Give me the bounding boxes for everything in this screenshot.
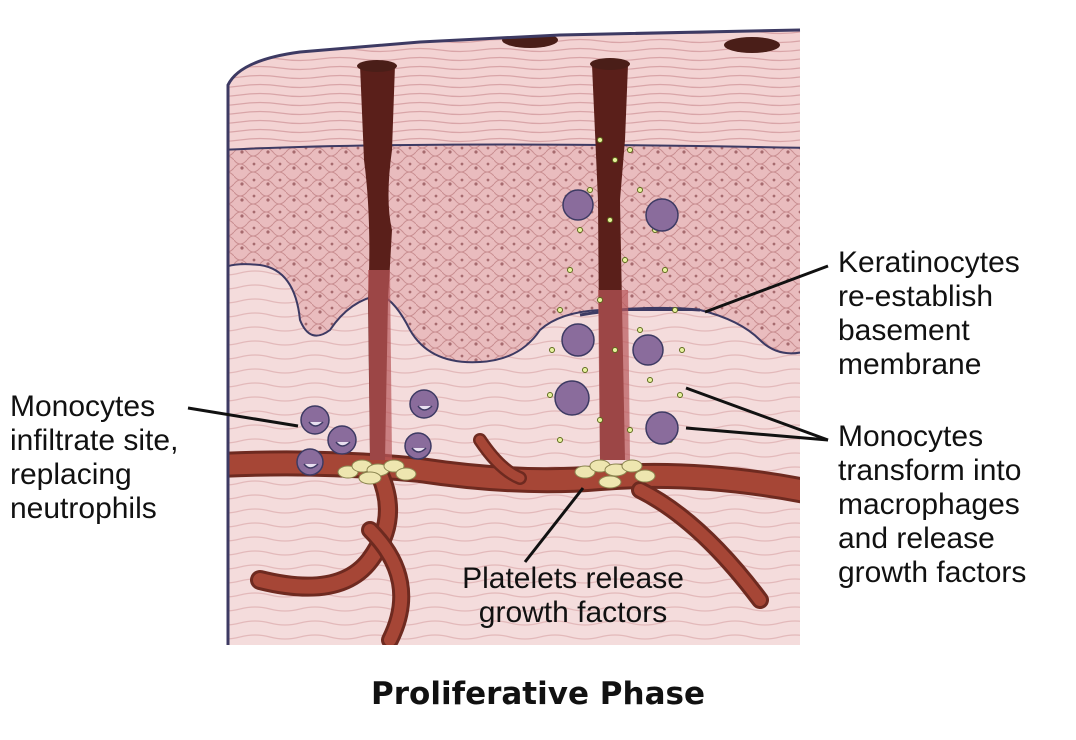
macrophages xyxy=(554,189,679,445)
wound-fibrin-right xyxy=(598,290,630,460)
label-monocytes-infiltrate: Monocytes infiltrate site, replacing neu… xyxy=(10,390,179,525)
leader-monocytes-infiltrate xyxy=(187,406,299,428)
leader-macrophages-a xyxy=(685,386,829,442)
platelets xyxy=(337,459,656,489)
leader-platelets xyxy=(523,487,585,563)
figure-title: Proliferative Phase xyxy=(371,676,705,712)
wound-fibrin-left xyxy=(368,270,392,460)
leader-keratinocytes xyxy=(704,264,829,314)
leader-lines xyxy=(187,264,829,563)
monocytes-left xyxy=(296,389,439,476)
label-monocytes-transform: Monocytes transform into macrophages and… xyxy=(838,420,1027,589)
tissue-block xyxy=(228,30,800,645)
label-keratinocytes: Keratinocytes re-establish basement memb… xyxy=(838,246,1020,381)
blood-vessels xyxy=(228,433,800,645)
leader-macrophages-b xyxy=(685,426,829,442)
basement-membrane xyxy=(579,306,701,317)
label-platelets: Platelets release growth factors xyxy=(462,562,684,629)
tissue-outline xyxy=(226,28,801,645)
